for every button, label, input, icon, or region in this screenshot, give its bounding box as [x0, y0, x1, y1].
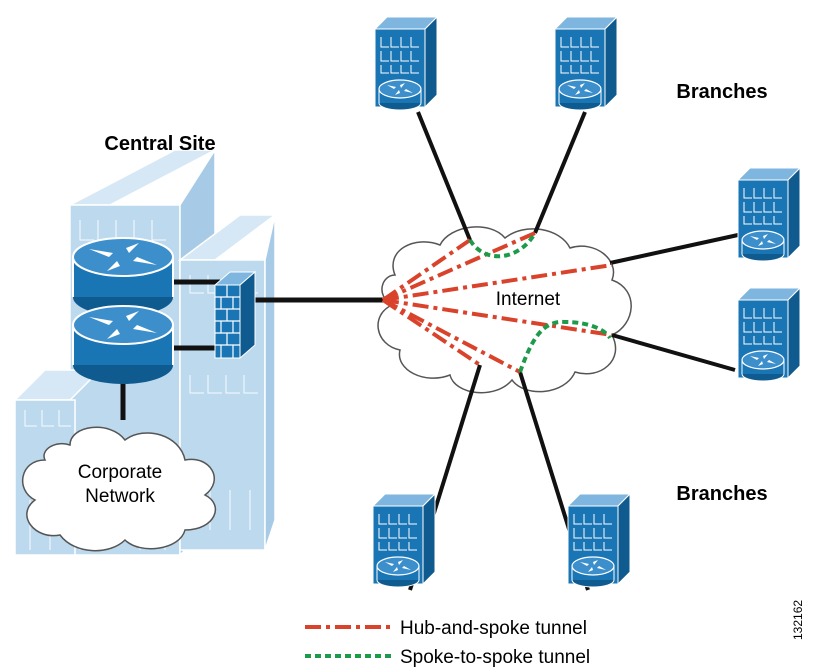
legend-hub-label: Hub-and-spoke tunnel: [400, 618, 587, 639]
branch-building-icon: [374, 16, 438, 111]
corporate-label-line1: Corporate: [78, 462, 163, 483]
figure-id: 132162: [791, 600, 805, 640]
branch-building-icon: [372, 493, 436, 588]
branches-top-label: Branches: [676, 81, 767, 103]
legend: Hub-and-spoke tunnel Spoke-to-spoke tunn…: [305, 618, 590, 667]
branch-building-icon: [737, 167, 801, 262]
legend-spoke-label: Spoke-to-spoke tunnel: [400, 647, 590, 667]
spoke-to-spoke-tunnels: [468, 231, 612, 373]
firewall-icon: [213, 270, 257, 360]
internet-label: Internet: [496, 289, 561, 310]
branch-building-icon: [567, 493, 631, 588]
hub-and-spoke-tunnels: [381, 231, 613, 374]
router-icon: [72, 237, 174, 317]
branch-building-icon: [554, 16, 618, 111]
branches-bottom-label: Branches: [676, 483, 767, 505]
router-icon: [72, 305, 174, 385]
internet-cloud: Internet: [377, 226, 632, 394]
corporate-label-line2: Network: [85, 486, 155, 507]
branch-building-icon: [737, 287, 801, 382]
corporate-network-cloud: Corporate Network: [21, 426, 217, 552]
central-site-label: Central Site: [104, 133, 215, 155]
